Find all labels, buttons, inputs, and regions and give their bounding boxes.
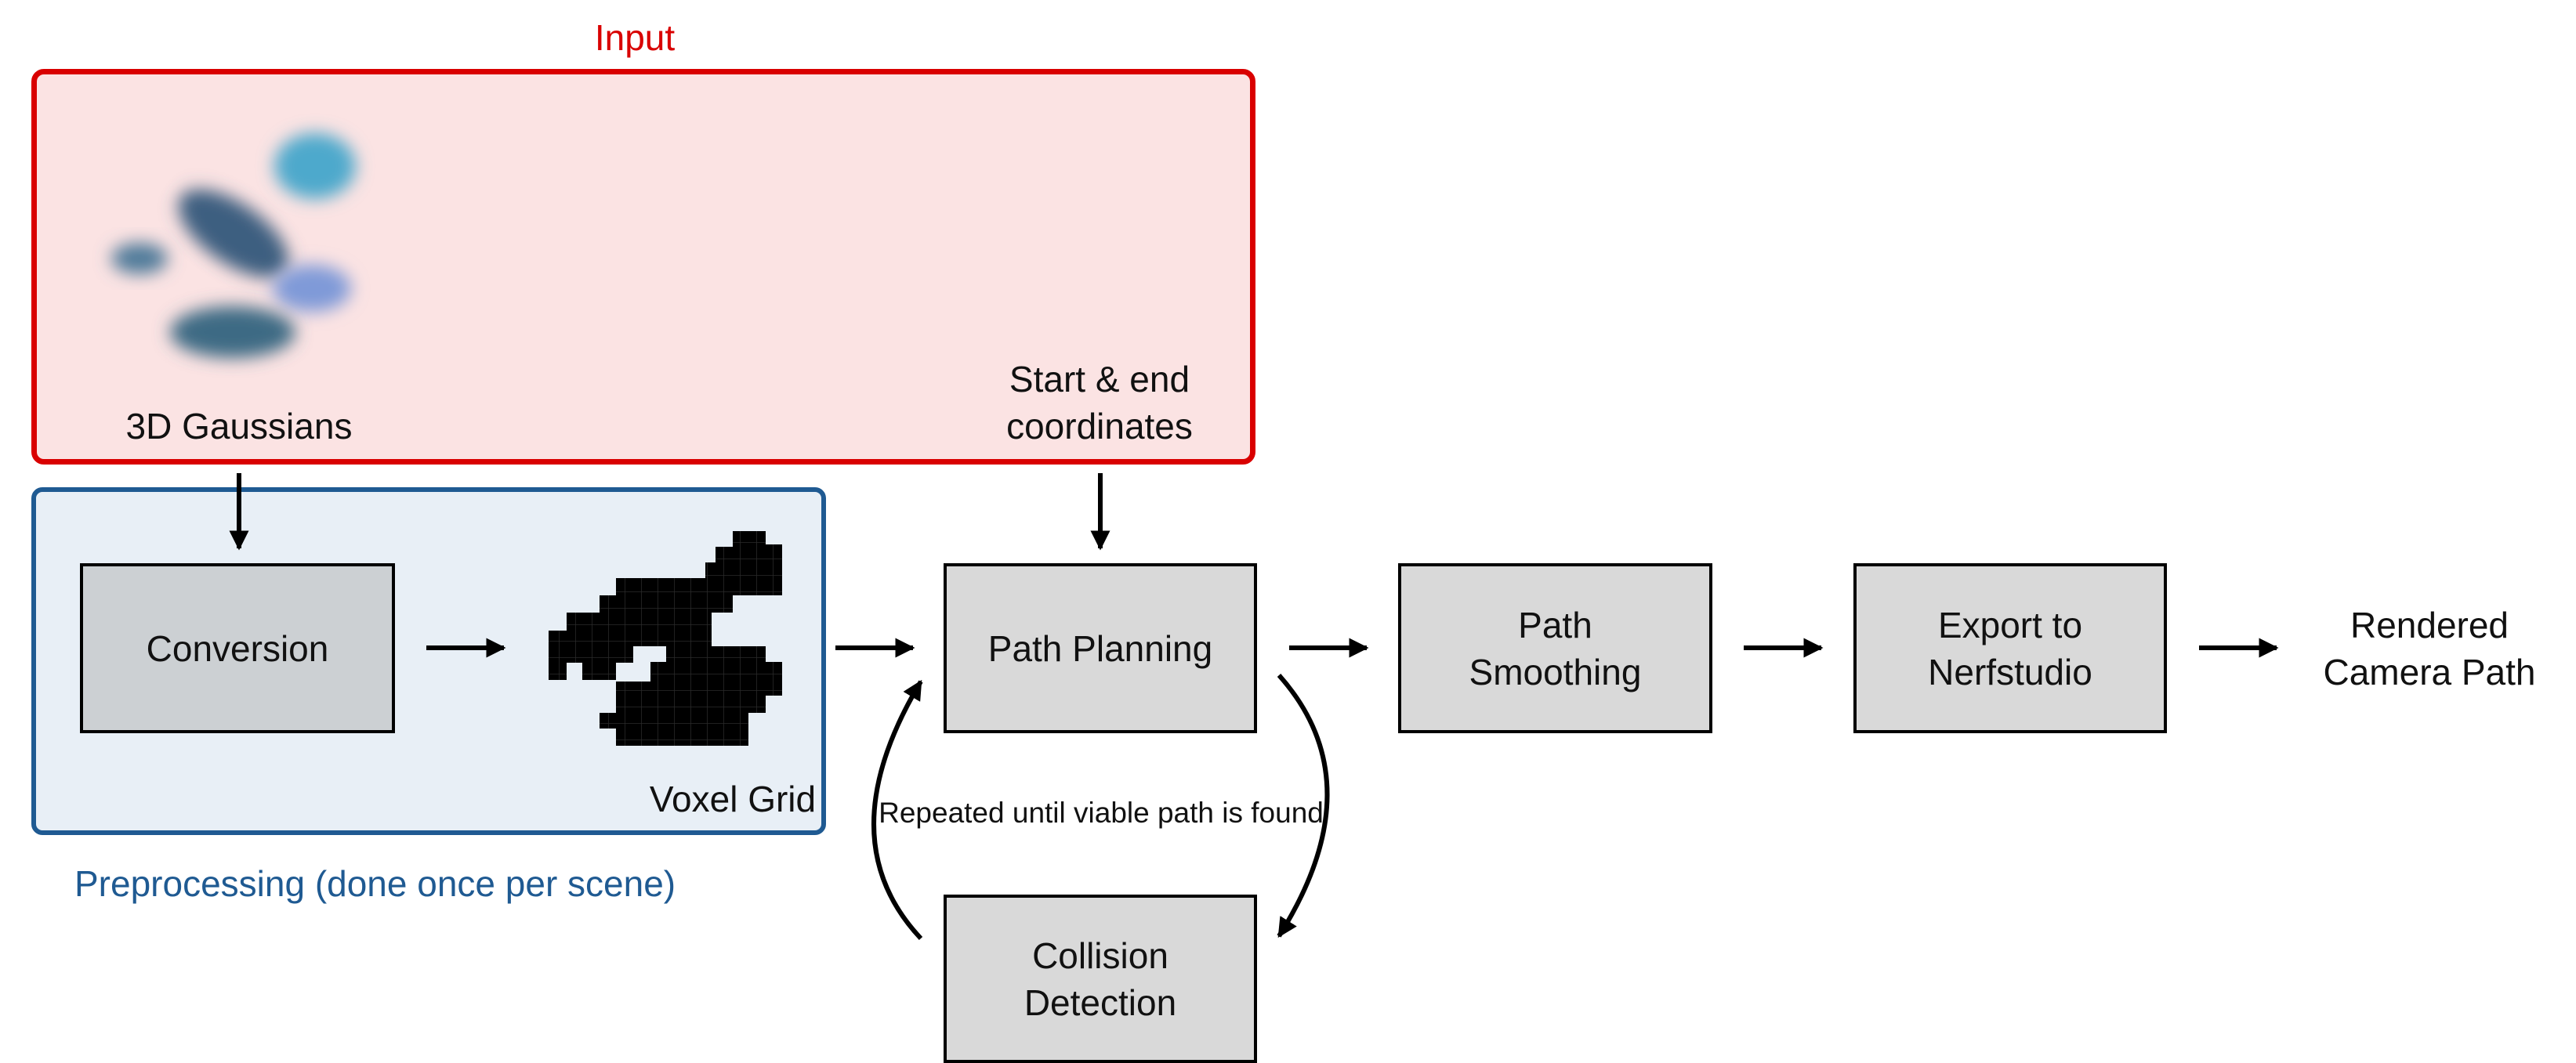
preprocessing-caption: Preprocessing (done once per scene) bbox=[74, 863, 676, 904]
voxel-grid-label: Voxel Grid bbox=[649, 779, 817, 819]
loop-label: Repeated until viable path is found bbox=[831, 790, 1371, 837]
gaussians-label: 3D Gaussians bbox=[125, 406, 353, 447]
input-title: Input bbox=[594, 17, 676, 58]
path-smoothing-node: Path Smoothing bbox=[1398, 563, 1712, 733]
conversion-node: Conversion bbox=[80, 563, 395, 733]
collision-detection-node: Collision Detection bbox=[944, 895, 1257, 1063]
output-label: Rendered Camera Path bbox=[2323, 605, 2536, 692]
coordinates-label: Start & end coordinates bbox=[1006, 359, 1193, 447]
path-planning-node: Path Planning bbox=[944, 563, 1257, 733]
export-node: Export to Nerfstudio bbox=[1853, 563, 2167, 733]
